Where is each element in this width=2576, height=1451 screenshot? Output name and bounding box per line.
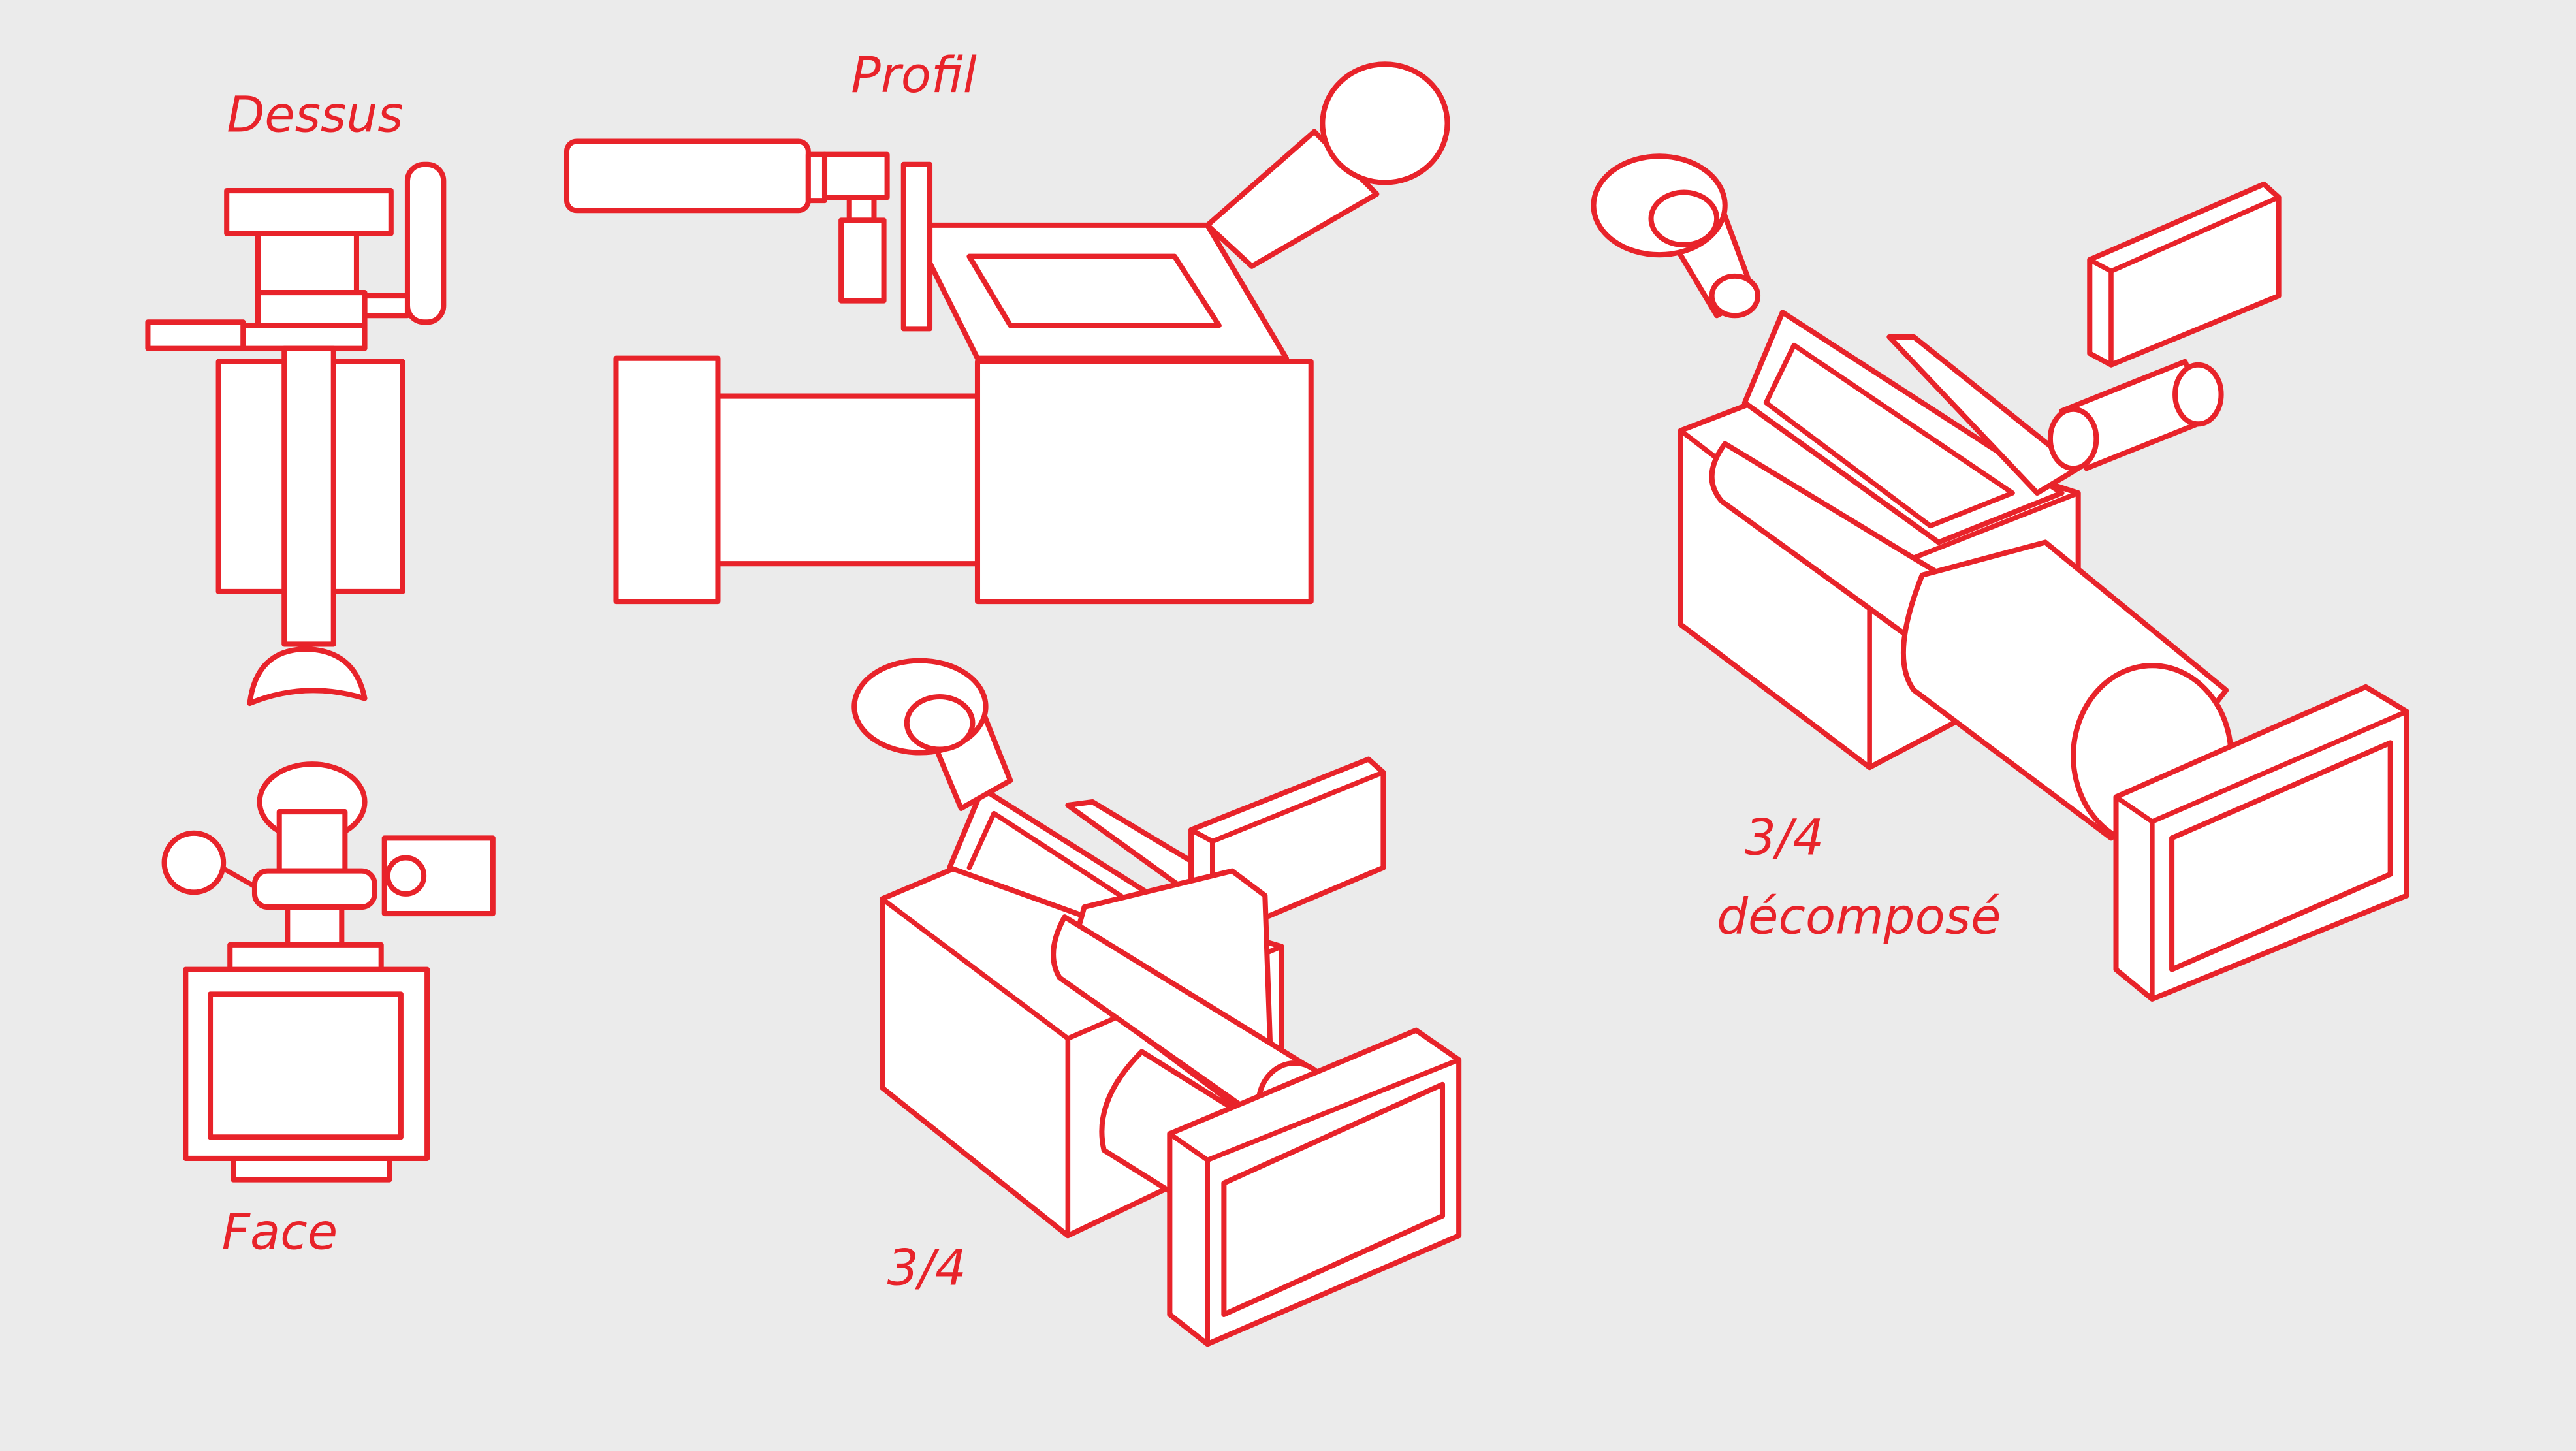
camera-three-quarter-exploded-view: 3/4 décomposé xyxy=(1591,153,2409,1002)
label-three-quarter-exploded-1: 3/4 xyxy=(1745,809,1824,867)
camera-top-view: Dessus xyxy=(145,86,447,707)
label-three-quarter: 3/4 xyxy=(887,1239,966,1297)
label-front-view: Face xyxy=(222,1203,338,1260)
camera-front-view: Face xyxy=(161,761,496,1260)
camera-profile-view: Profil xyxy=(564,46,1450,605)
label-top-view: Dessus xyxy=(227,86,403,143)
label-three-quarter-exploded-2: décomposé xyxy=(1717,887,2001,945)
label-profile-view: Profil xyxy=(851,46,976,104)
camera-three-quarter-view: 3/4 xyxy=(851,658,1462,1347)
